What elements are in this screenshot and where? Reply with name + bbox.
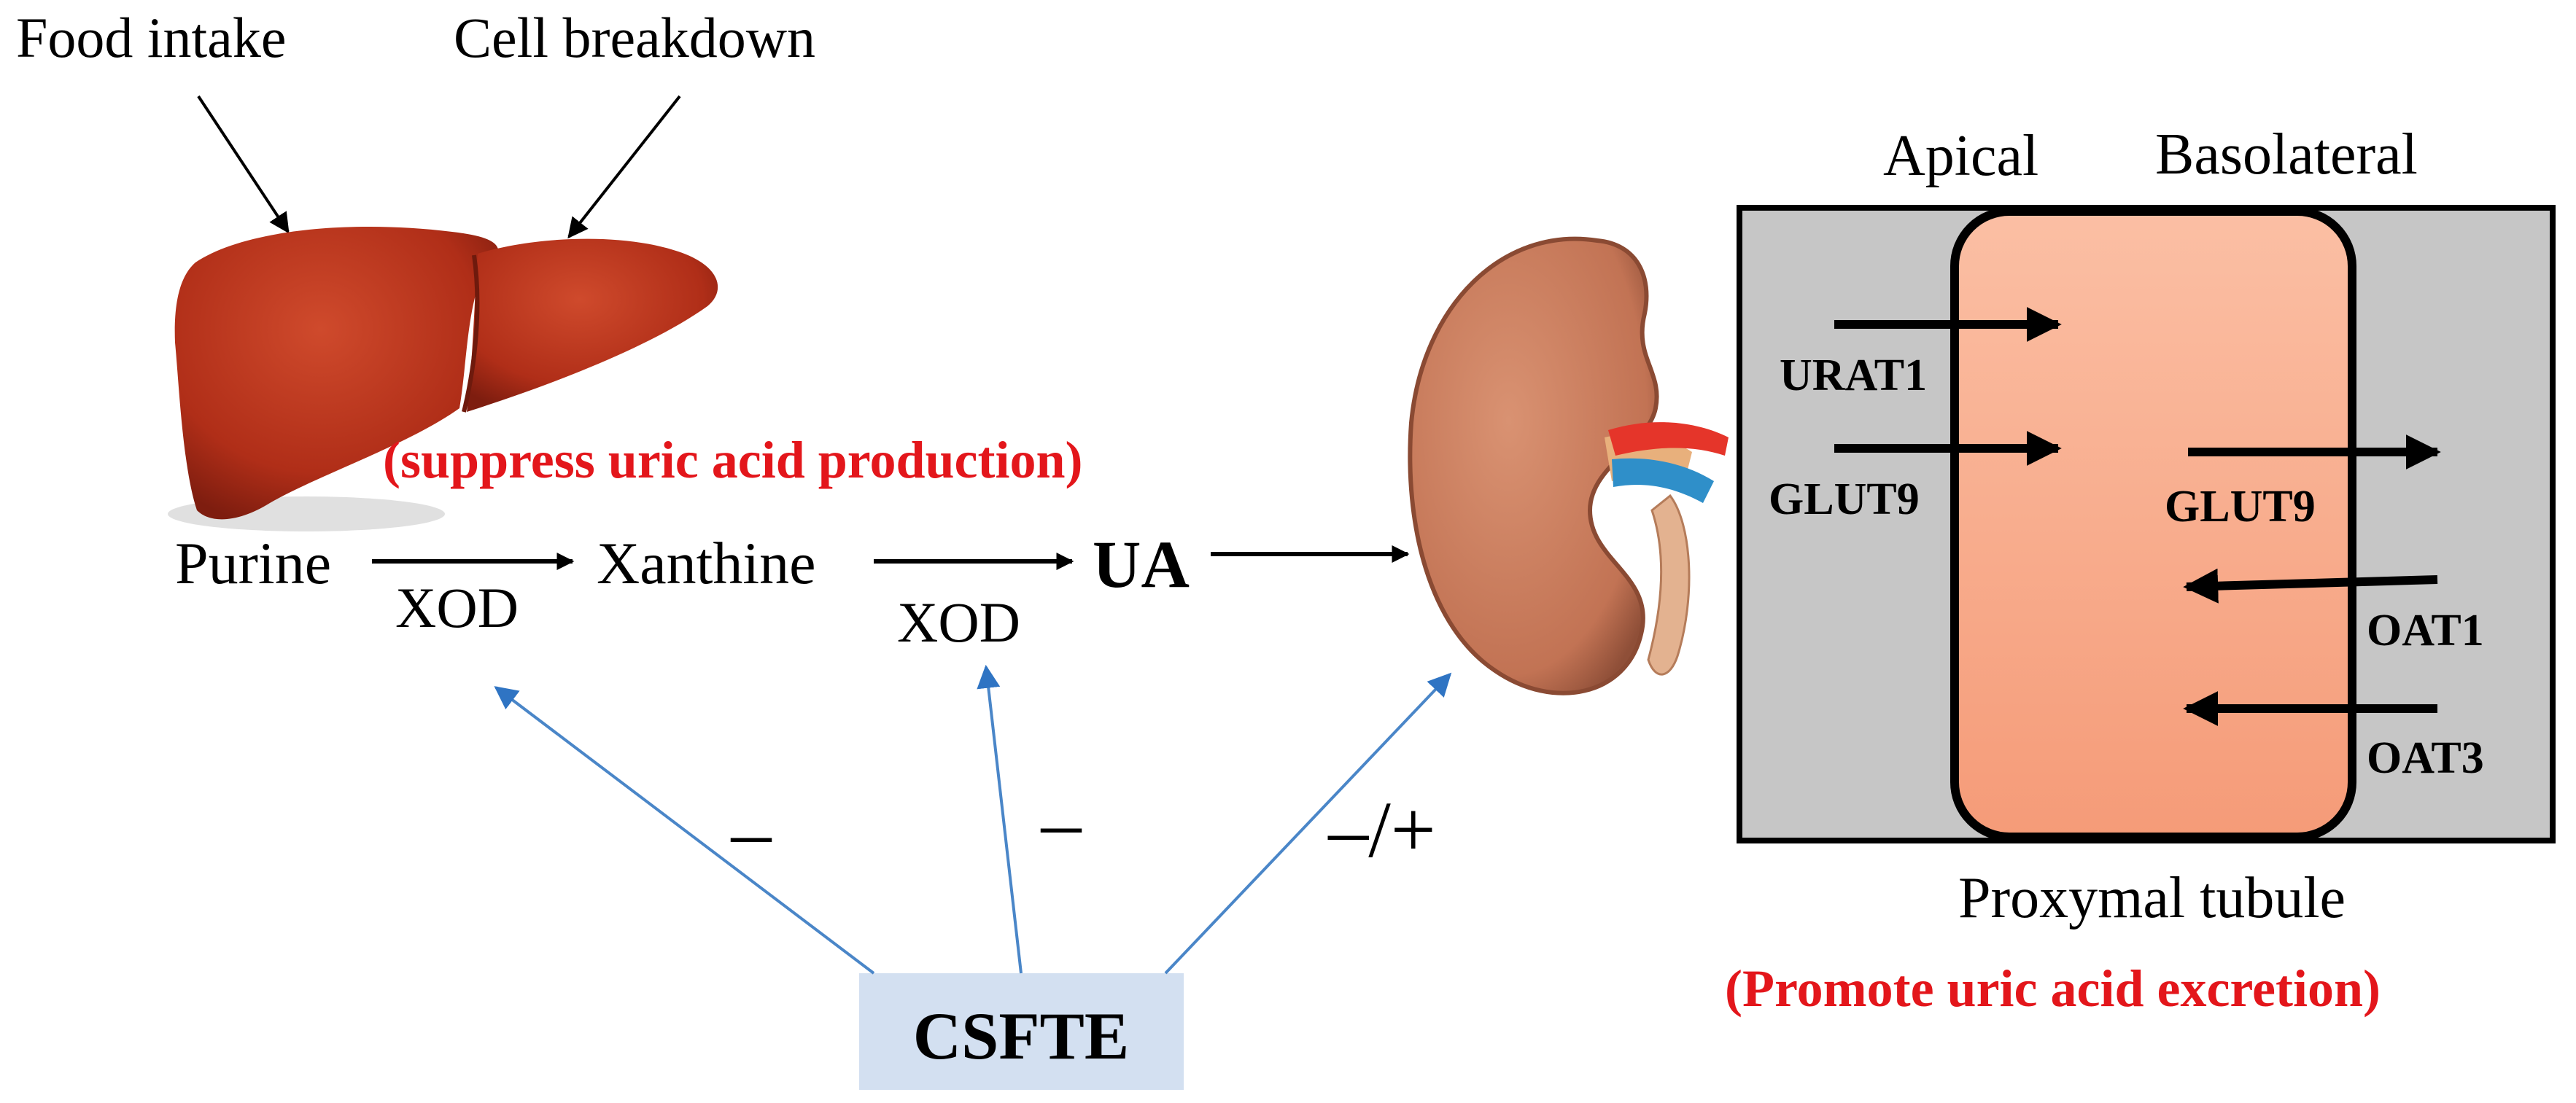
oat3-label: OAT3: [2367, 733, 2484, 783]
effect-sign-1: –: [731, 787, 772, 876]
csfte-box: [859, 973, 1184, 1090]
cell-breakdown-arrow: [567, 95, 681, 239]
food-intake-label: Food intake: [16, 6, 286, 69]
glut9-basolateral-label: GLUT9: [2165, 482, 2316, 531]
liver-illustration: [168, 227, 718, 531]
oat1-arrow: [2183, 568, 2438, 604]
glut9-apical-label: GLUT9: [1769, 475, 1920, 524]
csfte-label: CSFTE: [913, 999, 1130, 1073]
csfte-to-xod-arrow: [977, 664, 1023, 974]
xod-label-2: XOD: [897, 591, 1020, 654]
csfte-to-purine-arrow: [494, 686, 875, 975]
tubule-cell: [1950, 207, 2356, 841]
kidney-illustration: [1408, 236, 1729, 695]
ua-label: UA: [1093, 527, 1190, 601]
csfte-to-kidney-arrow: [1164, 672, 1452, 975]
basolateral-label: Basolateral: [2155, 122, 2418, 187]
effect-sign-2: –: [1041, 778, 1082, 867]
food-intake-arrow: [197, 95, 290, 234]
liver-note: (suppress uric acid production): [383, 431, 1082, 489]
oat1-label: OAT1: [2367, 606, 2484, 655]
cell-breakdown-label: Cell breakdown: [454, 6, 815, 69]
tubule-note: (Promote uric acid excretion): [1725, 959, 2381, 1018]
tubule-caption: Proxymal tubule: [1958, 866, 2346, 930]
effect-sign-3: –/+: [1327, 785, 1436, 874]
xanthine-label: Xanthine: [597, 530, 816, 596]
purine-label: Purine: [175, 530, 331, 596]
urat1-label: URAT1: [1780, 351, 1927, 400]
apical-label: Apical: [1883, 124, 2038, 188]
xod-label-1: XOD: [395, 576, 519, 639]
